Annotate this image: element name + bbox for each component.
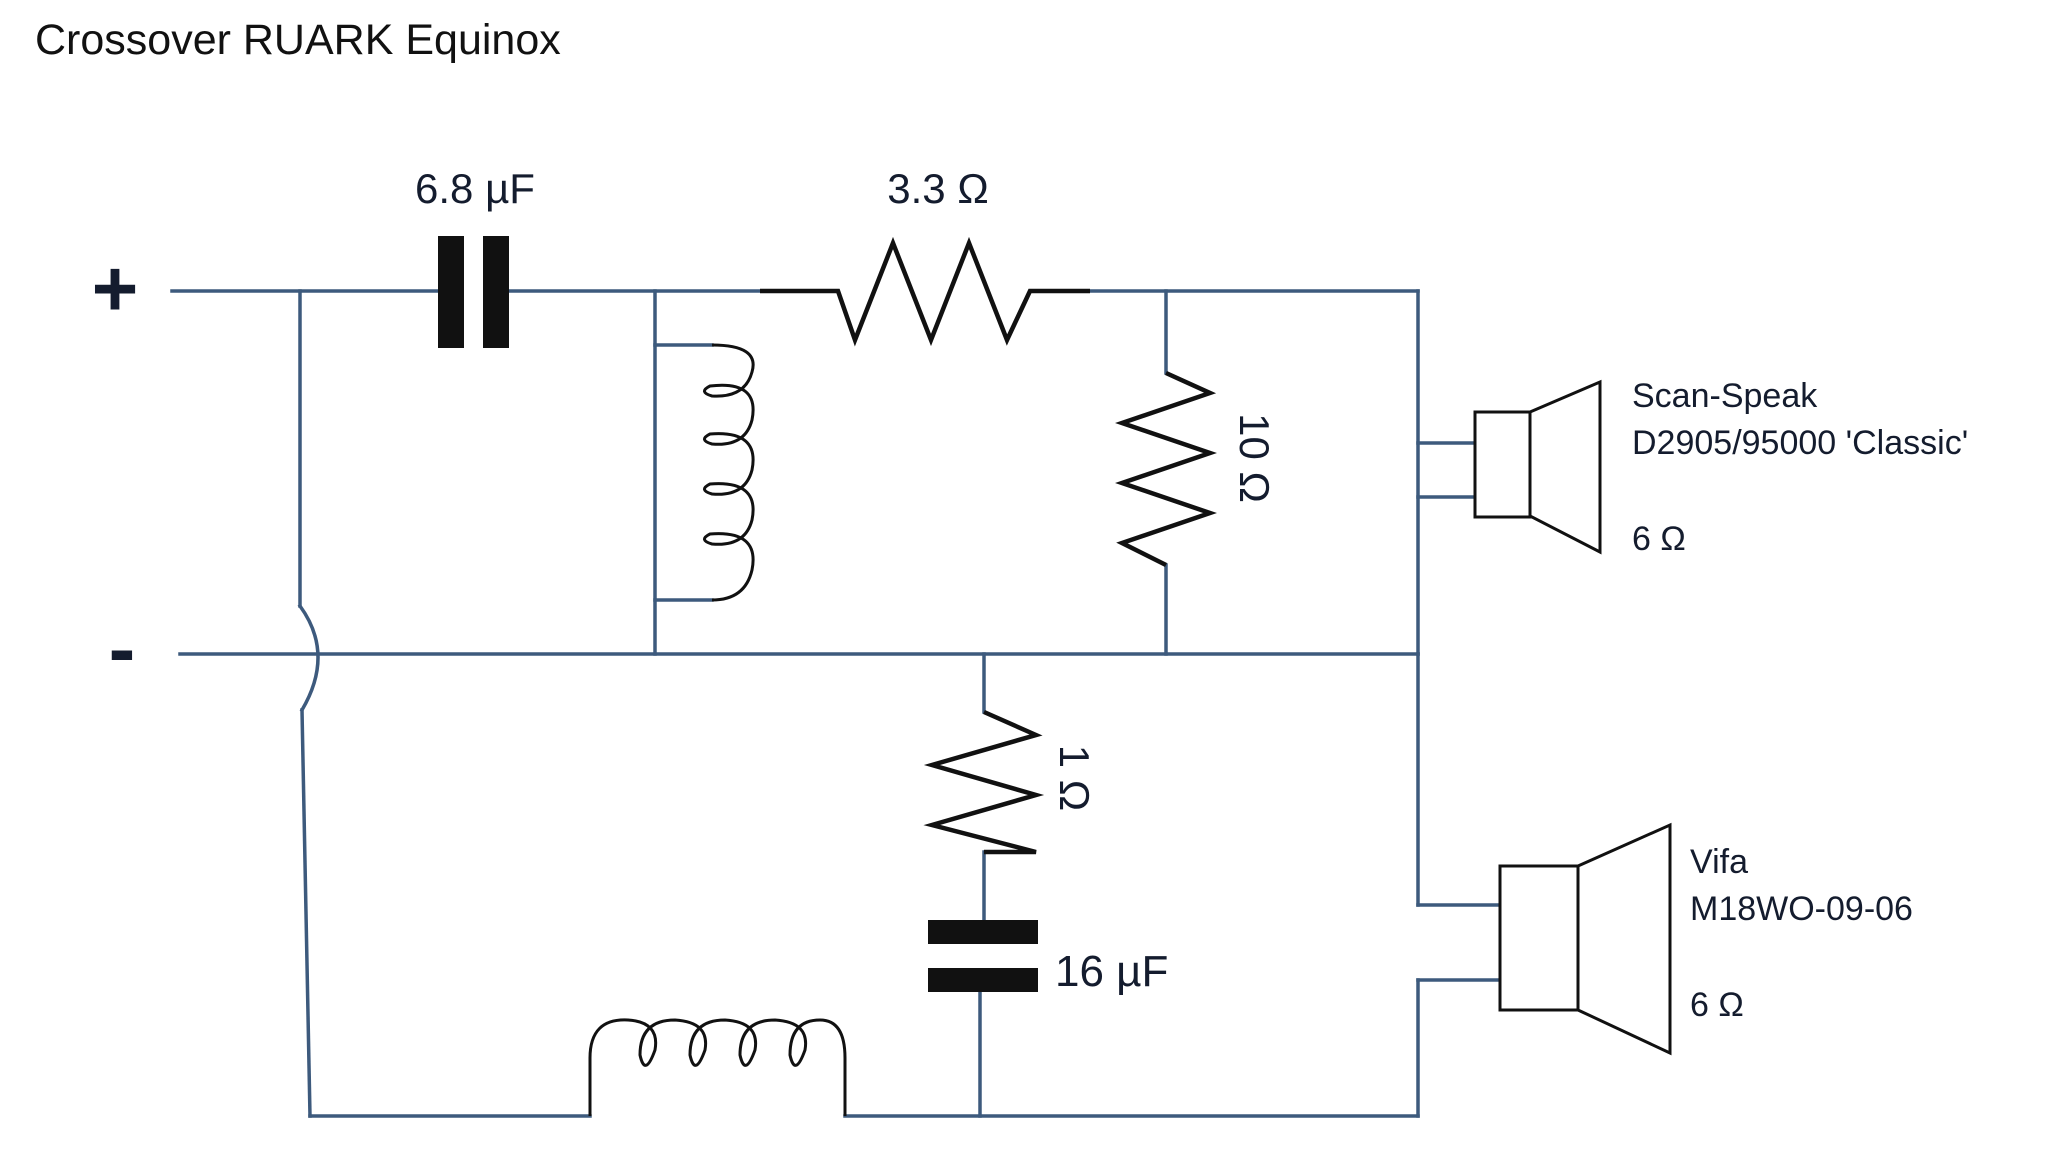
capacitor-16uf-label: 16 µF: [1055, 947, 1168, 996]
woofer-brand: Vifa: [1690, 843, 1748, 881]
capacitor-6-8uf: [438, 236, 509, 348]
tweeter-model: D2905/95000 'Classic': [1632, 424, 1968, 462]
positive-terminal: +: [92, 244, 139, 333]
tweeter-impedance: 6 Ω: [1632, 520, 1686, 558]
woofer-impedance: 6 Ω: [1690, 986, 1744, 1024]
woofer-model: M18WO-09-06: [1690, 890, 1913, 928]
capacitor-6-8uf-label: 6.8 µF: [415, 165, 535, 212]
tweeter-brand: Scan-Speak: [1632, 377, 1818, 415]
inductor-shunt: [703, 343, 755, 602]
woofer-speaker: [1498, 822, 1672, 1056]
inductor-series-bottom: [588, 1018, 847, 1116]
page-title: Crossover RUARK Equinox: [35, 16, 561, 64]
wiring: [170, 289, 1502, 1118]
resistor-1-ohm-label: 1 Ω: [1051, 745, 1098, 811]
capacitor-16uf: [928, 920, 1038, 992]
resistor-3-3-ohm: [760, 236, 1090, 347]
tweeter-speaker: [1473, 379, 1602, 555]
resistor-10-ohm-label: 10 Ω: [1231, 413, 1278, 503]
resistor-10-ohm: [1115, 370, 1217, 568]
resistor-1-ohm: [923, 709, 1045, 855]
resistor-3-3-ohm-label: 3.3 Ω: [887, 165, 988, 212]
negative-terminal: -: [109, 604, 136, 693]
